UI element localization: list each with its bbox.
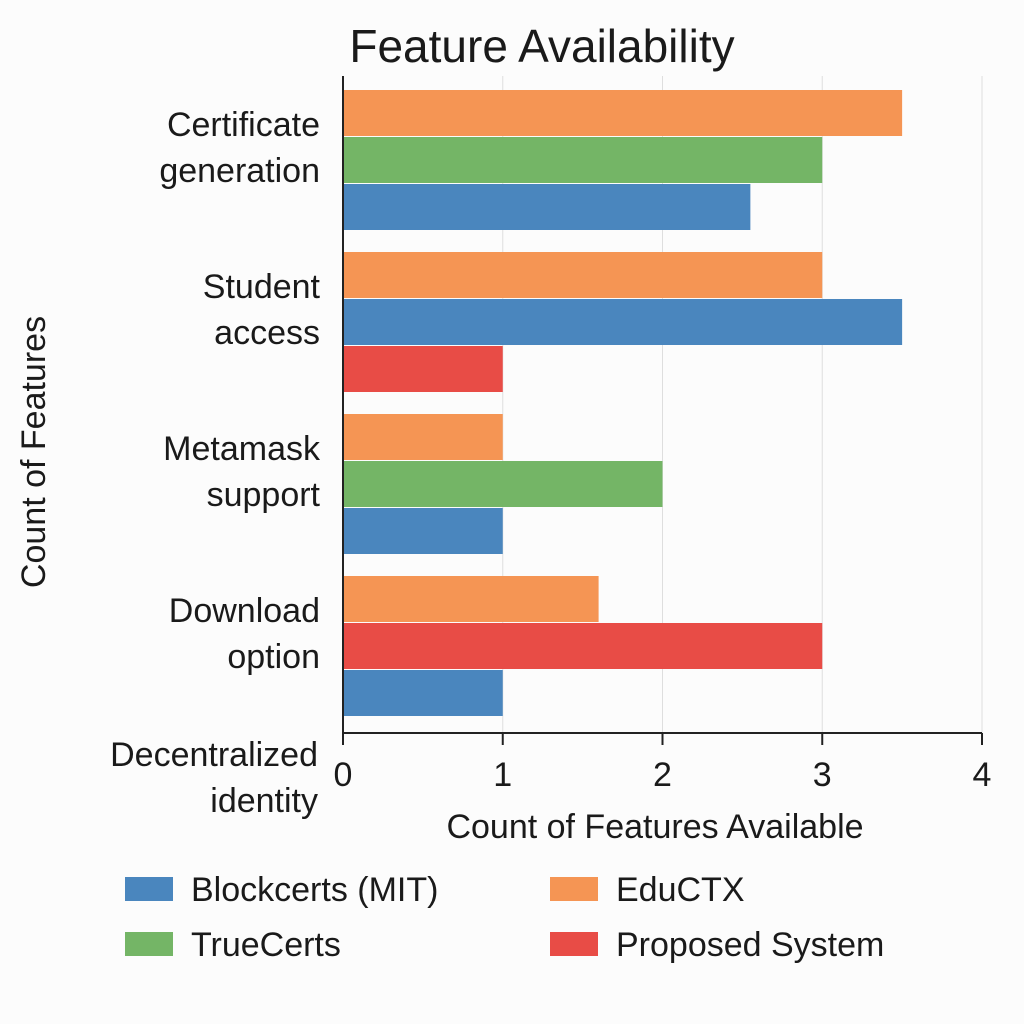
category-label-line: Download <box>169 592 320 630</box>
bar-eductx <box>343 90 903 136</box>
legend-label: EduCTX <box>616 871 745 909</box>
category-label-line: Student <box>203 268 321 306</box>
bars-group <box>343 90 903 716</box>
bar-eductx <box>343 414 503 460</box>
chart-title: Feature Availability <box>349 20 734 72</box>
x-tick-label: 2 <box>653 756 672 794</box>
bar-blockcerts-mit <box>343 508 503 554</box>
category-label-line: Metamask <box>163 430 321 468</box>
x-tick-label: 1 <box>493 756 512 794</box>
y-axis-title: Count of Features <box>15 316 53 588</box>
category-label-line: access <box>214 314 320 352</box>
bar-proposed-system <box>343 346 503 392</box>
x-tick-label: 4 <box>973 756 992 794</box>
legend-swatch <box>125 932 173 956</box>
category-label: Decentralized identity <box>110 736 318 820</box>
legend-item-truecerts: TrueCerts <box>125 926 341 964</box>
legend-label: Blockcerts (MIT) <box>191 871 438 909</box>
bar-blockcerts-mit <box>343 184 751 230</box>
bar-eductx <box>343 576 599 622</box>
category-label-line: Decentralized <box>110 736 318 774</box>
category-label-line: option <box>227 638 320 676</box>
bar-blockcerts-mit <box>343 299 903 345</box>
category-label-line: Certificate <box>167 106 320 144</box>
category-label-line: support <box>207 476 321 514</box>
category-label: Student access <box>203 268 321 352</box>
x-axis-ticks: 0 1 2 3 4 <box>334 733 992 794</box>
legend: Blockcerts (MIT) EduCTX TrueCerts Proposed … <box>125 871 884 964</box>
bar-eductx <box>343 252 823 298</box>
category-label: Download option <box>169 592 320 676</box>
legend-item-blockcerts-mit: Blockcerts (MIT) <box>125 871 438 909</box>
category-label: Metamask support <box>163 430 321 514</box>
bar-truecerts <box>343 461 663 507</box>
legend-swatch <box>125 877 173 901</box>
category-label: Certificate generation <box>159 106 320 190</box>
legend-label: TrueCerts <box>191 926 341 964</box>
legend-label: Proposed System <box>616 926 884 964</box>
category-label-line: identity <box>210 782 318 820</box>
x-tick-label: 3 <box>813 756 832 794</box>
x-axis-title: Count of Features Available <box>446 808 863 846</box>
bar-proposed-system <box>343 623 823 669</box>
bar-truecerts <box>343 137 823 183</box>
legend-swatch <box>550 877 598 901</box>
category-label-line: generation <box>159 152 320 190</box>
legend-item-proposed-system: Proposed System <box>550 926 884 964</box>
legend-swatch <box>550 932 598 956</box>
legend-item-eductx: EduCTX <box>550 871 745 909</box>
bar-blockcerts-mit <box>343 670 503 716</box>
x-tick-label: 0 <box>334 756 353 794</box>
